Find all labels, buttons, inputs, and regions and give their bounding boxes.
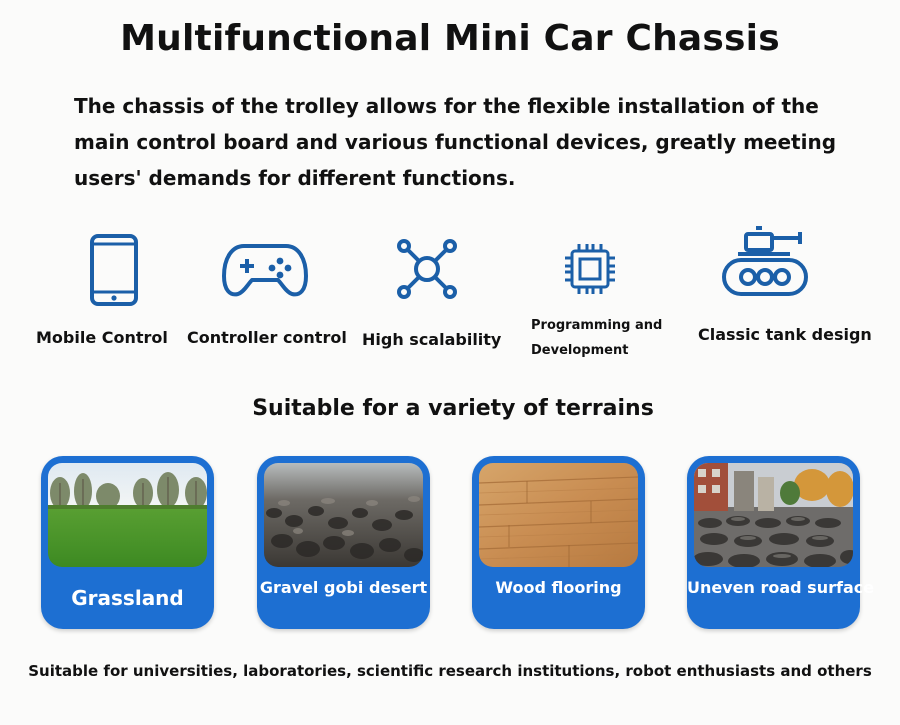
terrain-label-wood: Wood flooring <box>495 578 622 597</box>
smartphone-icon <box>90 234 138 306</box>
terrains-heading: Suitable for a variety of terrains <box>252 396 654 421</box>
terrain-card-grassland: Grassland <box>41 456 214 629</box>
feature-label-tank-design: Classic tank design <box>698 325 872 344</box>
terrain-label-grassland: Grassland <box>71 586 184 610</box>
feature-label-controller-control: Controller control <box>187 328 347 347</box>
gamepad-icon <box>222 242 308 298</box>
gravel-photo <box>264 463 423 567</box>
feature-label-mobile-control: Mobile Control <box>36 328 168 347</box>
terrain-label-uneven-road: Uneven road surface <box>687 578 875 597</box>
intro-paragraph: The chassis of the trolley allows for th… <box>74 94 837 190</box>
network-icon <box>396 238 458 300</box>
tank-icon <box>720 226 810 298</box>
footer-text: Suitable for universities, laboratories,… <box>28 662 872 680</box>
feature-label-programming: Programming and Development <box>531 318 663 358</box>
terrain-card-uneven-road: Uneven road surface <box>687 456 875 629</box>
terrain-card-wood: Wood flooring <box>472 456 645 629</box>
chip-icon <box>563 242 617 296</box>
wood-photo <box>479 463 638 567</box>
feature-label-high-scalability: High scalability <box>362 330 502 349</box>
uneven-road-photo <box>694 463 853 567</box>
terrain-card-gravel: Gravel gobi desert <box>257 456 430 629</box>
terrain-label-gravel: Gravel gobi desert <box>259 578 428 597</box>
page-title: Multifunctional Mini Car Chassis <box>120 18 780 59</box>
grassland-photo <box>48 463 207 567</box>
